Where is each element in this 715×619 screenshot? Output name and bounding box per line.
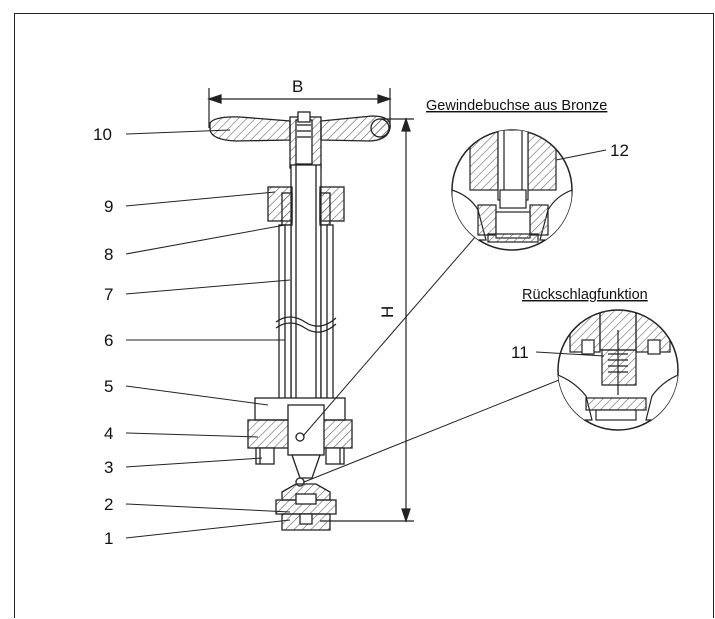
- part-label-8: 8: [104, 245, 113, 264]
- part-label-10: 10: [93, 125, 112, 144]
- part-label-6: 6: [104, 331, 113, 350]
- dimension-h-label: H: [378, 306, 397, 318]
- dimension-b-label: B: [292, 77, 303, 96]
- dimension-h: [320, 117, 414, 523]
- detail-callout-lines: [302, 235, 565, 483]
- detail-bottom-circle: [557, 309, 679, 431]
- detail-top-circle: [451, 129, 573, 251]
- drawing-frame: [14, 13, 714, 618]
- dimension-b: [207, 88, 392, 128]
- part-label-1: 1: [104, 529, 113, 548]
- detail-top-leader: [555, 149, 607, 161]
- valve-body: [209, 111, 391, 531]
- detail-bottom-leader: [535, 351, 605, 357]
- part-label-7: 7: [104, 285, 113, 304]
- part-label-9: 9: [104, 197, 113, 216]
- part-label-4: 4: [104, 424, 113, 443]
- detail-label-12: 12: [610, 141, 629, 160]
- part-label-2: 2: [104, 495, 113, 514]
- part-label-5: 5: [104, 377, 113, 396]
- leader-lines: [125, 129, 291, 539]
- detail-bottom-caption: Rückschlagfunktion: [522, 287, 648, 303]
- part-labels: 10 9 8 7 6 5 4 3 2 1: [93, 125, 113, 548]
- part-label-3: 3: [104, 458, 113, 477]
- detail-top-caption: Gewindebuchse aus Bronze: [426, 98, 607, 114]
- detail-label-11: 11: [511, 343, 529, 362]
